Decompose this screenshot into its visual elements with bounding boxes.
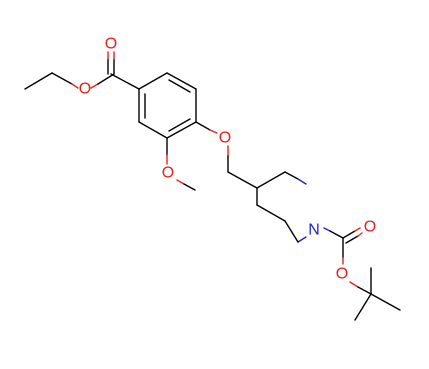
aryl-ether-linker bbox=[195, 121, 258, 189]
carbonyl-o-ester-label: O bbox=[105, 36, 117, 53]
ether-o-boc-label: O bbox=[336, 266, 348, 283]
methoxy-o-label: O bbox=[162, 165, 174, 182]
carbonyl-o-boc-label: O bbox=[364, 219, 376, 236]
ethyl-ester-group bbox=[24, 51, 140, 90]
methoxy-group bbox=[166, 137, 196, 191]
boc-group bbox=[323, 227, 401, 321]
piperidine-ring bbox=[256, 171, 307, 243]
piperidine-n-label: N bbox=[308, 222, 320, 239]
aryl-ether-o-label: O bbox=[219, 130, 231, 147]
benzene-ring bbox=[138, 72, 197, 139]
ether-o-ester-label: O bbox=[79, 81, 91, 98]
